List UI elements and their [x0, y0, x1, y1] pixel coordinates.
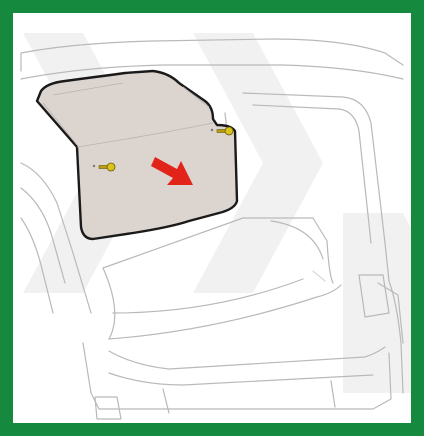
cargo-area-illustration	[13, 13, 411, 423]
